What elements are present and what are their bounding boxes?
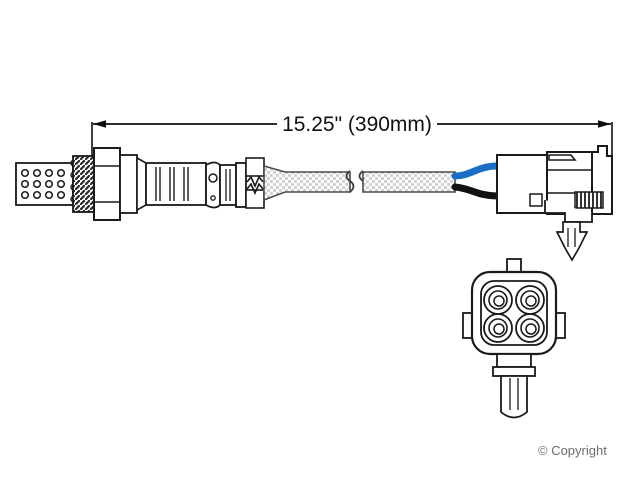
hex-nut <box>93 147 121 221</box>
tip-vent-holes <box>20 168 66 200</box>
perforated-sensor-tip <box>15 162 74 206</box>
pin-top-left <box>483 285 513 315</box>
dimension-arrow-left <box>93 120 106 128</box>
connector-wires <box>451 162 501 200</box>
spring-strain-relief <box>235 157 265 209</box>
dimension-arrow-right <box>598 120 611 128</box>
threaded-body <box>70 155 95 213</box>
ribbed-sensor-body <box>119 154 237 214</box>
pin-bottom-right <box>515 313 545 343</box>
body-ribs <box>155 167 189 201</box>
blue-wire <box>451 162 501 180</box>
braided-cable-left <box>263 164 351 202</box>
connector-latch <box>548 154 577 161</box>
connector-side-view <box>496 145 613 262</box>
connector-face-view <box>462 258 566 419</box>
retainer-clip <box>555 221 589 262</box>
copyright-notice: © Copyright <box>538 443 607 458</box>
pin-top-right <box>515 285 545 315</box>
braided-cable-right <box>362 171 456 193</box>
vent-hole <box>208 173 218 183</box>
dimension-line-group: 15.25" (390mm) <box>91 113 613 172</box>
black-wire <box>451 183 501 200</box>
vent-hole-secondary <box>210 195 216 201</box>
pin-bottom-left <box>483 313 513 343</box>
dimension-label: 15.25" (390mm) <box>282 113 432 136</box>
connector-grip-ribs <box>574 191 604 209</box>
cable-boot <box>492 353 536 419</box>
connector-pins <box>483 285 545 343</box>
